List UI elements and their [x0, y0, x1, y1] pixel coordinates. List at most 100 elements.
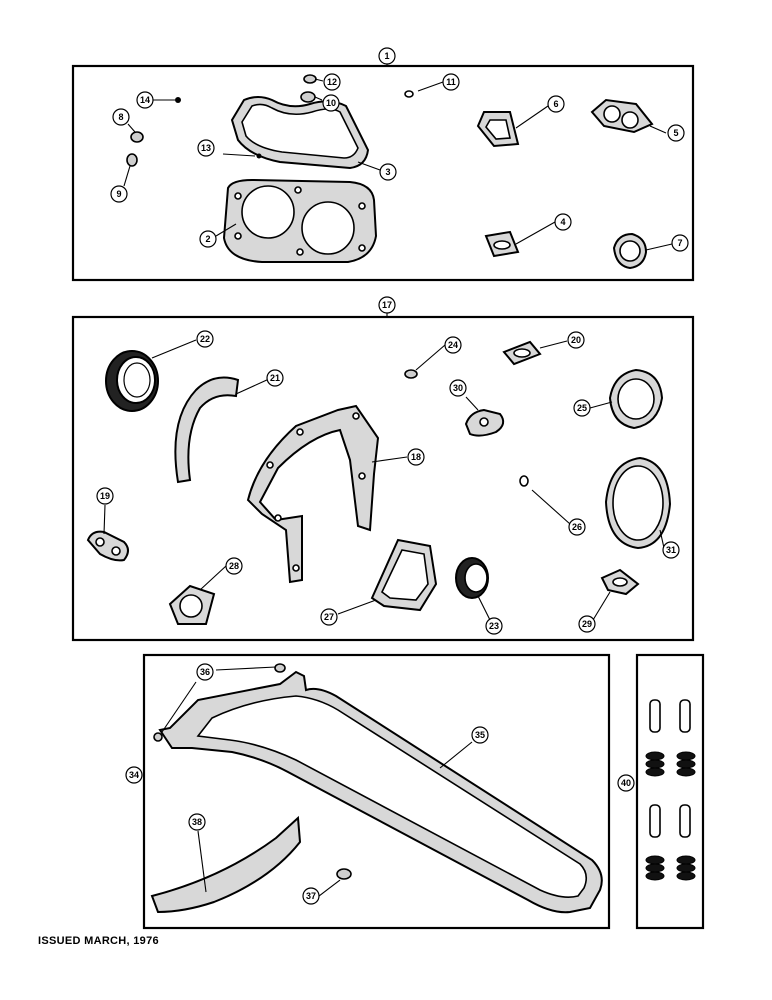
svg-text:30: 30 — [453, 383, 463, 393]
svg-text:4: 4 — [560, 217, 565, 227]
callout-24: 24 — [444, 336, 462, 354]
seal-part-22 — [105, 350, 159, 412]
gasket-part-28 — [168, 584, 216, 625]
svg-text:26: 26 — [572, 522, 582, 532]
svg-text:31: 31 — [666, 545, 676, 555]
callout-17: 17 — [378, 296, 396, 314]
callout-6: 6 — [547, 95, 565, 113]
gasket-part-20 — [502, 340, 542, 366]
callout-13: 13 — [197, 139, 215, 157]
svg-text:27: 27 — [324, 612, 334, 622]
gasket-part-30 — [464, 408, 505, 437]
callout-9: 9 — [110, 185, 128, 203]
svg-text:17: 17 — [382, 300, 392, 310]
small-parts-panel-34 — [153, 663, 352, 880]
gasket-part-25 — [608, 368, 664, 430]
leaders-panel-34 — [161, 666, 473, 897]
svg-text:38: 38 — [192, 817, 202, 827]
callout-4: 4 — [554, 213, 572, 231]
callout-26: 26 — [568, 518, 586, 536]
svg-text:21: 21 — [270, 373, 280, 383]
callout-28: 28 — [225, 557, 243, 575]
callout-11: 11 — [442, 73, 460, 91]
svg-text:35: 35 — [475, 730, 485, 740]
svg-text:22: 22 — [200, 334, 210, 344]
callout-31: 31 — [662, 541, 680, 559]
svg-text:24: 24 — [448, 340, 458, 350]
gasket-part-27 — [370, 538, 438, 612]
callout-22: 22 — [196, 330, 214, 348]
svg-text:40: 40 — [621, 778, 631, 788]
leaders-panel-1 — [123, 78, 673, 251]
rocker-cover-gasket-part-3 — [230, 96, 370, 170]
kit-34-panel — [142, 653, 611, 930]
gasket-part-6 — [476, 111, 520, 148]
svg-text:2: 2 — [205, 234, 210, 244]
svg-text:18: 18 — [411, 452, 421, 462]
svg-text:11: 11 — [446, 77, 456, 87]
svg-text:5: 5 — [673, 128, 678, 138]
leaders-panel-17 — [103, 313, 665, 625]
svg-text:3: 3 — [385, 167, 390, 177]
callout-12: 12 — [323, 73, 341, 91]
svg-text:29: 29 — [582, 619, 592, 629]
svg-text:37: 37 — [306, 891, 316, 901]
kit-17-panel — [71, 315, 695, 642]
timing-cover-gasket-part-18 — [246, 404, 380, 584]
callout-37: 37 — [302, 887, 320, 905]
callout-2: 2 — [199, 230, 217, 248]
kit-40-panel — [635, 653, 705, 930]
svg-text:19: 19 — [100, 491, 110, 501]
svg-text:12: 12 — [327, 77, 337, 87]
o-ring-part-26 — [519, 475, 529, 487]
callout-10: 10 — [322, 94, 340, 112]
callout-40: 40 — [617, 774, 635, 792]
svg-text:14: 14 — [140, 95, 150, 105]
seal-part-23 — [455, 557, 489, 599]
callout-21: 21 — [266, 369, 284, 387]
gasket-part-21 — [174, 376, 240, 484]
callout-14: 14 — [136, 91, 154, 109]
svg-text:6: 6 — [553, 99, 558, 109]
callout-23: 23 — [485, 617, 503, 635]
svg-text:1: 1 — [384, 51, 389, 61]
gasket-part-4 — [484, 230, 520, 258]
callout-5: 5 — [667, 124, 685, 142]
svg-text:20: 20 — [571, 335, 581, 345]
svg-text:13: 13 — [201, 143, 211, 153]
callout-34: 34 — [125, 766, 143, 784]
svg-text:7: 7 — [677, 238, 682, 248]
callout-27: 27 — [320, 608, 338, 626]
svg-text:28: 28 — [229, 561, 239, 571]
ring-part-24 — [404, 369, 418, 379]
callout-1: 1 — [378, 47, 396, 65]
kit-1-panel — [71, 64, 695, 282]
callout-3: 3 — [379, 163, 397, 181]
gasket-part-5 — [590, 98, 654, 134]
issued-date-footer: ISSUED MARCH, 1976 — [38, 935, 159, 947]
svg-text:25: 25 — [577, 403, 587, 413]
rear-seal-gasket-part-38 — [150, 815, 302, 914]
callout-36: 36 — [196, 663, 214, 681]
gasket-part-19 — [86, 530, 129, 562]
callout-20: 20 — [567, 331, 585, 349]
callout-19: 19 — [96, 487, 114, 505]
svg-text:23: 23 — [489, 621, 499, 631]
callout-7: 7 — [671, 234, 689, 252]
callout-30: 30 — [449, 379, 467, 397]
callout-18: 18 — [407, 448, 425, 466]
callout-25: 25 — [573, 399, 591, 417]
gasket-part-29 — [600, 568, 640, 596]
head-gasket-part-2 — [222, 178, 378, 263]
svg-text:8: 8 — [118, 112, 123, 122]
svg-text:36: 36 — [200, 667, 210, 677]
callout-8: 8 — [112, 108, 130, 126]
svg-text:9: 9 — [116, 189, 121, 199]
callout-35: 35 — [471, 726, 489, 744]
oil-pan-gasket-part-35 — [158, 670, 603, 914]
valve-seal-set-part-40 — [645, 699, 696, 881]
gasket-part-31 — [604, 456, 672, 550]
callout-29: 29 — [578, 615, 596, 633]
svg-text:10: 10 — [326, 98, 336, 108]
